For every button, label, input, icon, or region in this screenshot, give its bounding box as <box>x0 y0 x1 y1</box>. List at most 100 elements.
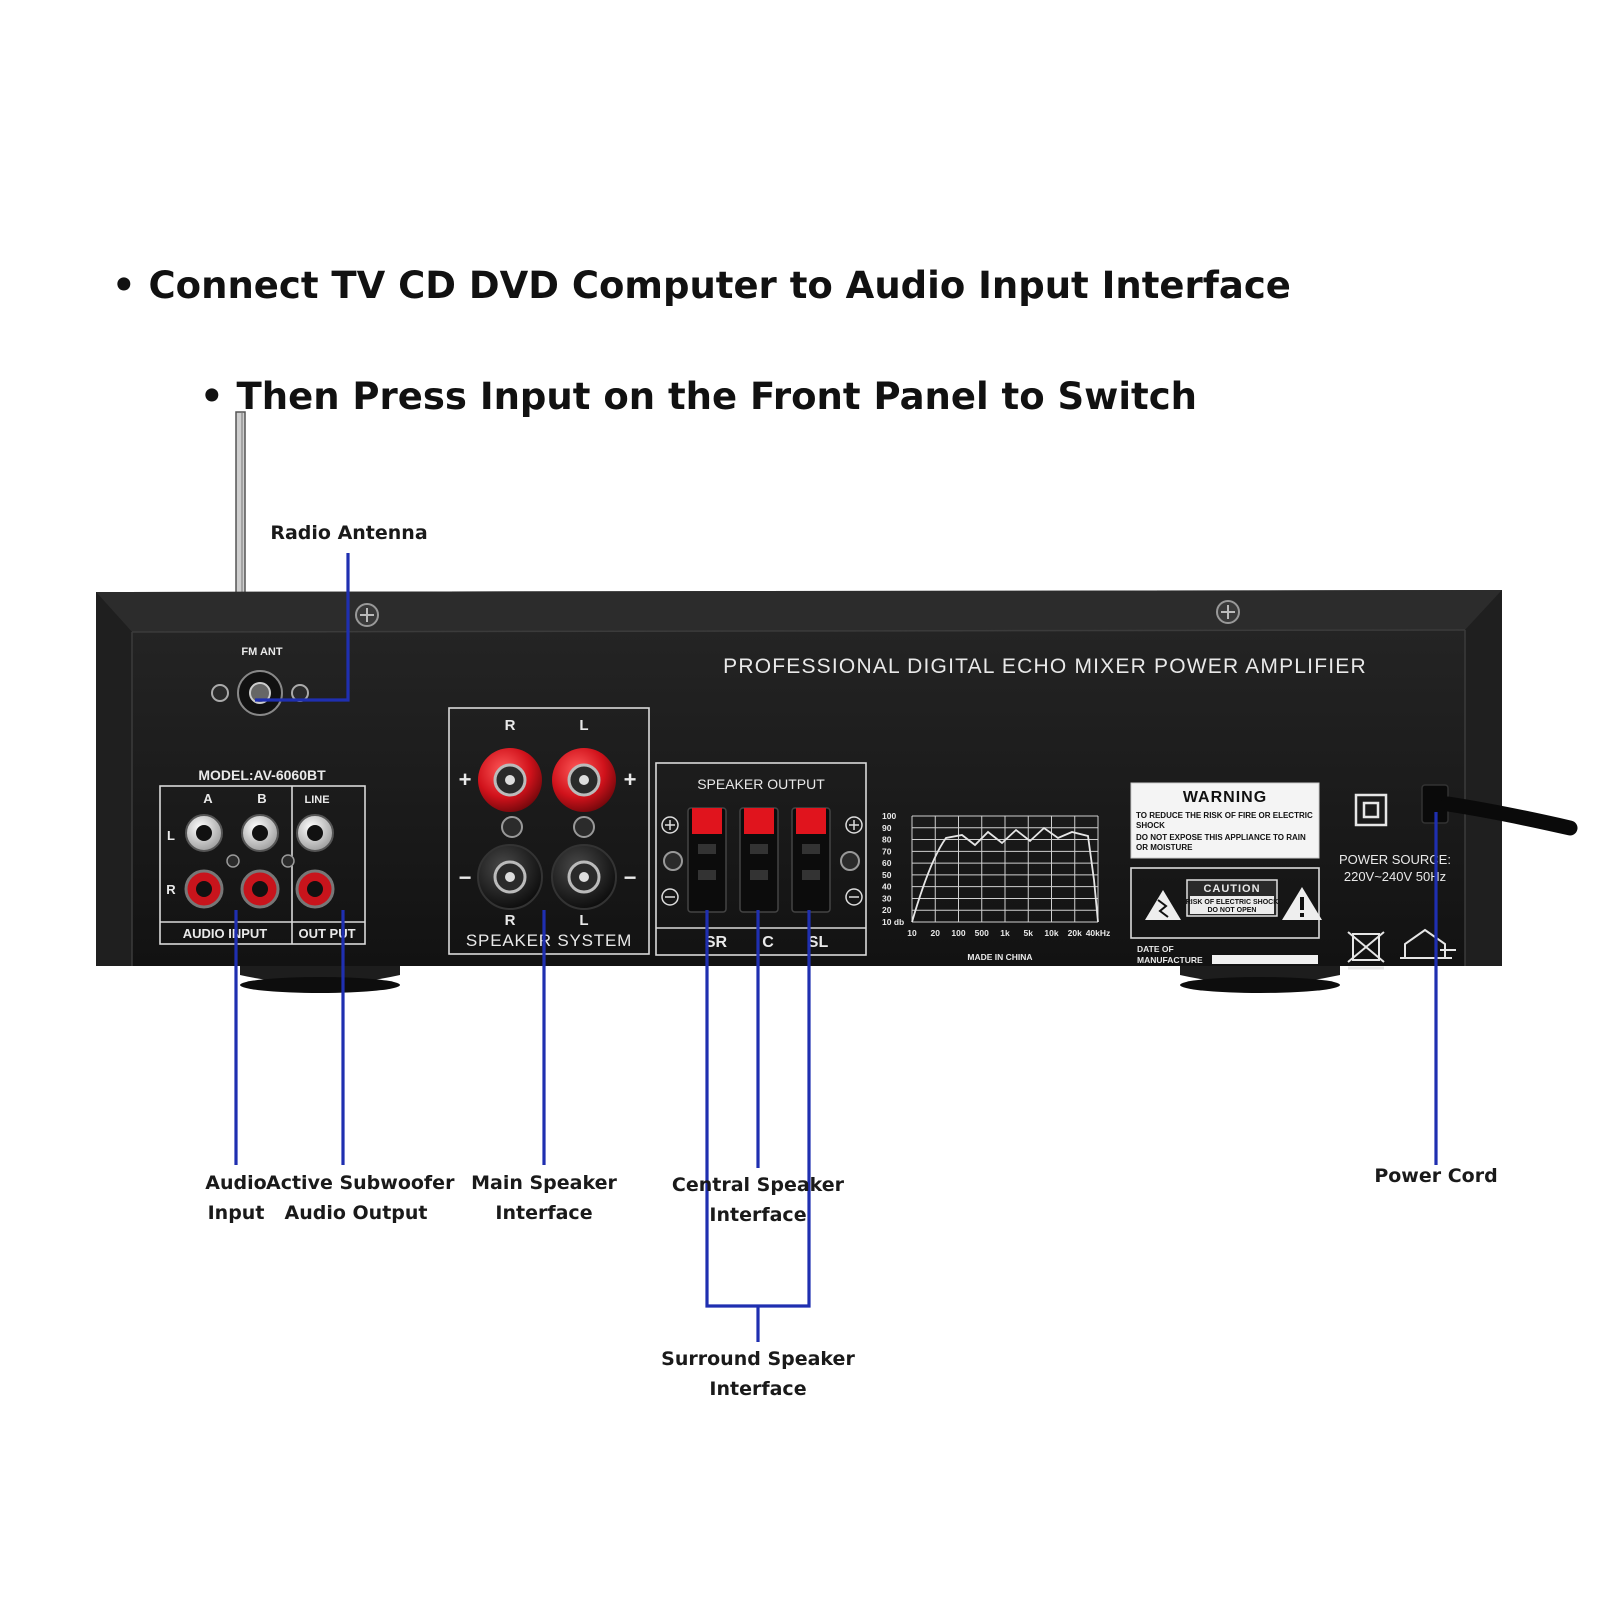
audio-input-label: AUDIO INPUT <box>183 926 268 941</box>
eq-db-label: 70 <box>882 846 892 856</box>
eq-db-label: 80 <box>882 835 892 845</box>
double-insulation-icon <box>1354 793 1388 827</box>
caution-title: CAUTION <box>1203 883 1260 895</box>
date-label-2: MANUFACTURE <box>1137 955 1203 965</box>
row-left-label: L <box>167 828 175 843</box>
headline-line-1: Connect TV CD DVD Computer to Audio Inpu… <box>148 264 1291 307</box>
headline-bullet-1: • Connect TV CD DVD Computer to Audio In… <box>112 264 1291 307</box>
callout-main-speaker-line-1: Main Speaker <box>471 1172 617 1194</box>
line-label: LINE <box>304 794 329 806</box>
row-right-label: R <box>166 882 176 897</box>
channel-c: C <box>762 934 774 951</box>
eq-db-label: 60 <box>882 858 892 868</box>
warning-title: WARNING <box>1183 789 1267 806</box>
caution-line-1: RISK OF ELECTRIC SHOCK <box>1186 899 1279 906</box>
callout-power-cord: Power Cord <box>1374 1165 1498 1187</box>
eq-db-label: 50 <box>882 870 892 880</box>
callout-main-speaker: Main Speaker Interface <box>464 1168 624 1228</box>
audio-col-a: A <box>203 791 213 806</box>
callout-central-speaker: Central Speaker Interface <box>658 1170 858 1230</box>
warning-line-3: DO NOT EXPOSE THIS APPLIANCE TO RAIN <box>1136 833 1306 842</box>
callout-audio-input-line-2: Input <box>207 1202 265 1224</box>
callout-audio-input: Audio Input <box>186 1168 286 1228</box>
screw-icon <box>355 600 1240 627</box>
channel-sl: SL <box>808 934 829 951</box>
caution-box: CAUTION RISK OF ELECTRIC SHOCK DO NOT OP… <box>1130 867 1322 939</box>
callout-sub-output-line-1: Active Subwoofer <box>266 1172 455 1194</box>
audio-io-section: A B LINE L R AUDIO INPUT OUT PUT <box>159 785 366 945</box>
leader-radio-antenna <box>255 553 350 702</box>
caution-line-2: DO NOT OPEN <box>1207 907 1256 914</box>
callout-main-speaker-line-2: Interface <box>495 1202 593 1224</box>
warning-line-4: OR MOISTURE <box>1136 843 1193 852</box>
warning-box: WARNING TO REDUCE THE RISK OF FIRE OR EL… <box>1130 782 1320 859</box>
eq-hz-scale: 10 20 100 500 1k 5k 10k 20k 40kHz <box>907 928 1110 938</box>
date-of-manufacture: DATE OF MANUFACTURE <box>1137 944 1318 965</box>
output-label: OUT PUT <box>298 926 355 941</box>
antenna-icon: FM ANT <box>211 646 309 716</box>
speaker-top-l: L <box>579 717 588 734</box>
power-cord-icon <box>1421 784 1578 836</box>
eq-hz-label: 10k <box>1044 928 1058 938</box>
eq-hz-label: 1k <box>1000 928 1010 938</box>
eq-curve <box>911 826 1099 923</box>
callout-sub-output-line-2: Audio Output <box>284 1202 428 1224</box>
eq-hz-label: 20k <box>1068 928 1082 938</box>
date-label-1: DATE OF <box>1137 944 1174 954</box>
callout-surround-speaker-line-1: Surround Speaker <box>661 1348 855 1370</box>
model-number: MODEL:AV-6060BT <box>198 767 326 783</box>
eq-hz-label: 500 <box>975 928 989 938</box>
callout-radio-antenna: Radio Antenna <box>270 522 428 544</box>
callout-central-speaker-line-2: Interface <box>709 1204 807 1226</box>
speaker-minus-left: − <box>459 865 472 890</box>
audio-col-b: B <box>257 791 266 806</box>
headline-bullet-2: • Then Press Input on the Front Panel to… <box>200 375 1197 418</box>
callout-surround-speaker-line-2: Interface <box>709 1378 807 1400</box>
exclamation-icon <box>1282 887 1322 920</box>
eq-hz-label: 20 <box>931 928 941 938</box>
callout-central-speaker-line-1: Central Speaker <box>671 1174 845 1196</box>
callout-sub-output: Active Subwoofer Audio Output <box>266 1168 455 1228</box>
made-in-label: MADE IN CHINA <box>967 952 1032 962</box>
warning-line-1: TO REDUCE THE RISK OF FIRE OR ELECTRIC <box>1136 811 1313 820</box>
speaker-minus-right: − <box>624 865 637 890</box>
headline-line-2: Then Press Input on the Front Panel to S… <box>236 375 1197 418</box>
antenna-label: FM ANT <box>241 646 282 658</box>
plus-minus-markers <box>661 816 863 906</box>
speaker-output-section: SPEAKER OUTPUT <box>655 762 867 956</box>
eq-hz-label: 40kHz <box>1086 928 1111 938</box>
eq-db-label: 20 <box>882 905 892 915</box>
eq-db-label: 10 db <box>882 917 904 927</box>
eq-db-label: 90 <box>882 823 892 833</box>
eq-db-label: 100 <box>882 811 896 821</box>
speaker-bottom-l: L <box>579 912 588 929</box>
eq-db-label: 30 <box>882 893 892 903</box>
spring-clip-icon <box>687 807 831 913</box>
speaker-system-section: R L + + − − R L SPEAKER SYSTEM <box>448 707 650 955</box>
callout-audio-input-line-1: Audio <box>205 1172 267 1194</box>
eq-hz-label: 5k <box>1024 928 1034 938</box>
speaker-plus-left: + <box>459 767 472 792</box>
eq-hz-label: 100 <box>951 928 965 938</box>
speaker-output-label: SPEAKER OUTPUT <box>697 776 825 792</box>
callout-surround-speaker: Surround Speaker Interface <box>658 1344 858 1404</box>
rca-jack-icon <box>184 814 335 909</box>
channel-sr: SR <box>705 934 728 951</box>
eq-db-label: 40 <box>882 882 892 892</box>
speaker-system-label: SPEAKER SYSTEM <box>466 931 632 950</box>
power-source-spec: 220V~240V 50Hz <box>1344 869 1446 884</box>
indoor-use-icon <box>1400 928 1456 959</box>
leader-lines <box>234 553 1438 1342</box>
eq-hz-label: 10 <box>907 928 917 938</box>
power-source-label: POWER SOURCE: <box>1339 852 1451 867</box>
speaker-plus-right: + <box>624 767 637 792</box>
amplifier-chassis <box>96 590 1502 966</box>
binding-post-icon <box>477 748 617 910</box>
weee-bin-icon <box>1347 931 1385 970</box>
speaker-bottom-r: R <box>505 912 516 929</box>
speaker-top-r: R <box>505 717 516 734</box>
shock-warning-icon <box>1145 890 1181 920</box>
